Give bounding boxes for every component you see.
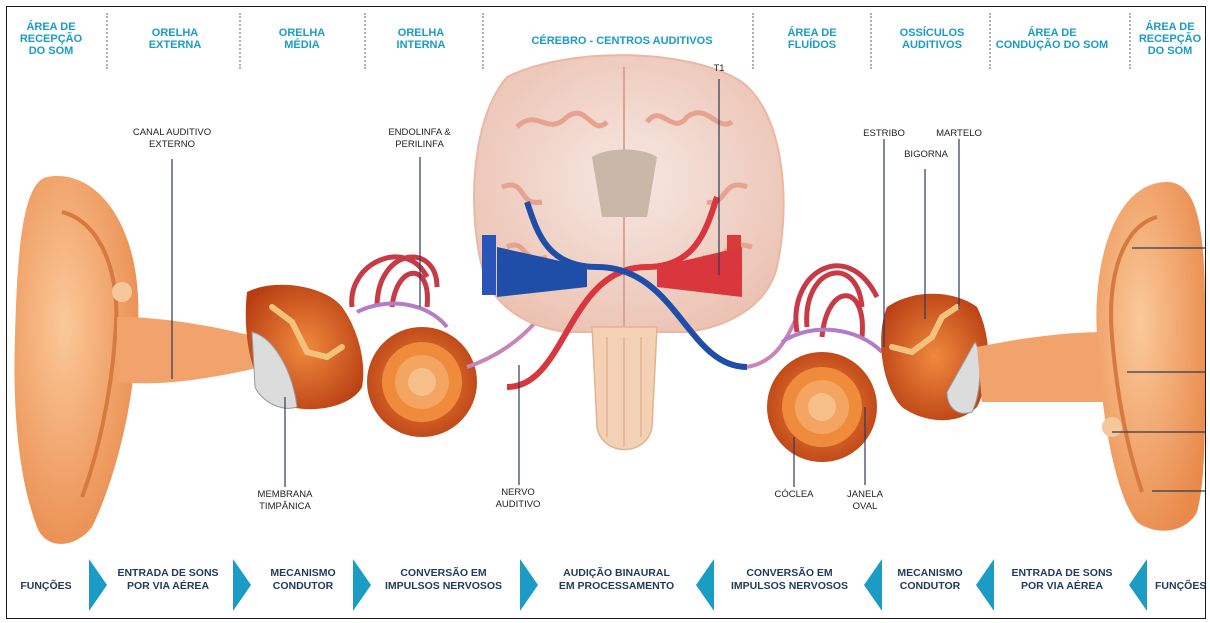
- footer-mecanismo-right: MECANISMO CONDUTOR: [884, 567, 976, 593]
- footer-funcoes-right: FUNÇÕES: [1155, 580, 1206, 593]
- diagram-frame: ÁREA DE RECEPÇÃO DO SOM ORELHA EXTERNA O…: [6, 6, 1206, 619]
- left-ear-canal: [117, 317, 262, 383]
- left-inner-ear: [352, 257, 477, 437]
- footer-mecanismo-left: MECANISMO CONDUTOR: [255, 567, 351, 593]
- label-t1: T1: [707, 63, 731, 75]
- label-membrana: MEMBRANA TIMPÂNICA: [243, 489, 327, 513]
- label-endolinfa: ENDOLINFA & PERILINFA: [372, 127, 467, 151]
- label-bigorna: BIGORNA: [900, 149, 952, 161]
- label-estribo: ESTRIBO: [859, 128, 909, 140]
- label-canal-auditivo: CANAL AUDITIVO EXTERNO: [117, 127, 227, 151]
- hearing-illustration: [7, 7, 1205, 618]
- footer-funcoes-left: FUNÇÕES: [11, 580, 81, 593]
- right-middle-ear: [881, 294, 988, 420]
- right-outer-ear: [1096, 182, 1205, 531]
- label-nervo: NERVO AUDITIVO: [485, 487, 551, 511]
- label-janela-oval: JANELA OVAL: [839, 489, 891, 513]
- right-auditory-nerve: [747, 317, 797, 367]
- footer-audicao-binaural: AUDIÇÃO BINAURAL EM PROCESSAMENTO: [539, 567, 694, 593]
- footer-entrada-sons-right: ENTRADA DE SONS POR VIA AÉREA: [997, 567, 1127, 593]
- footer-entrada-sons-left: ENTRADA DE SONS POR VIA AÉREA: [107, 567, 229, 593]
- left-middle-ear: [246, 285, 364, 409]
- right-ear-canal: [977, 332, 1107, 402]
- label-coclea: CÓCLEA: [769, 489, 819, 501]
- footer-conversao-left: CONVERSÃO EM IMPULSOS NERVOSOS: [371, 567, 516, 593]
- label-martelo: MARTELO: [930, 128, 988, 140]
- footer-conversao-right: CONVERSÃO EM IMPULSOS NERVOSOS: [717, 567, 862, 593]
